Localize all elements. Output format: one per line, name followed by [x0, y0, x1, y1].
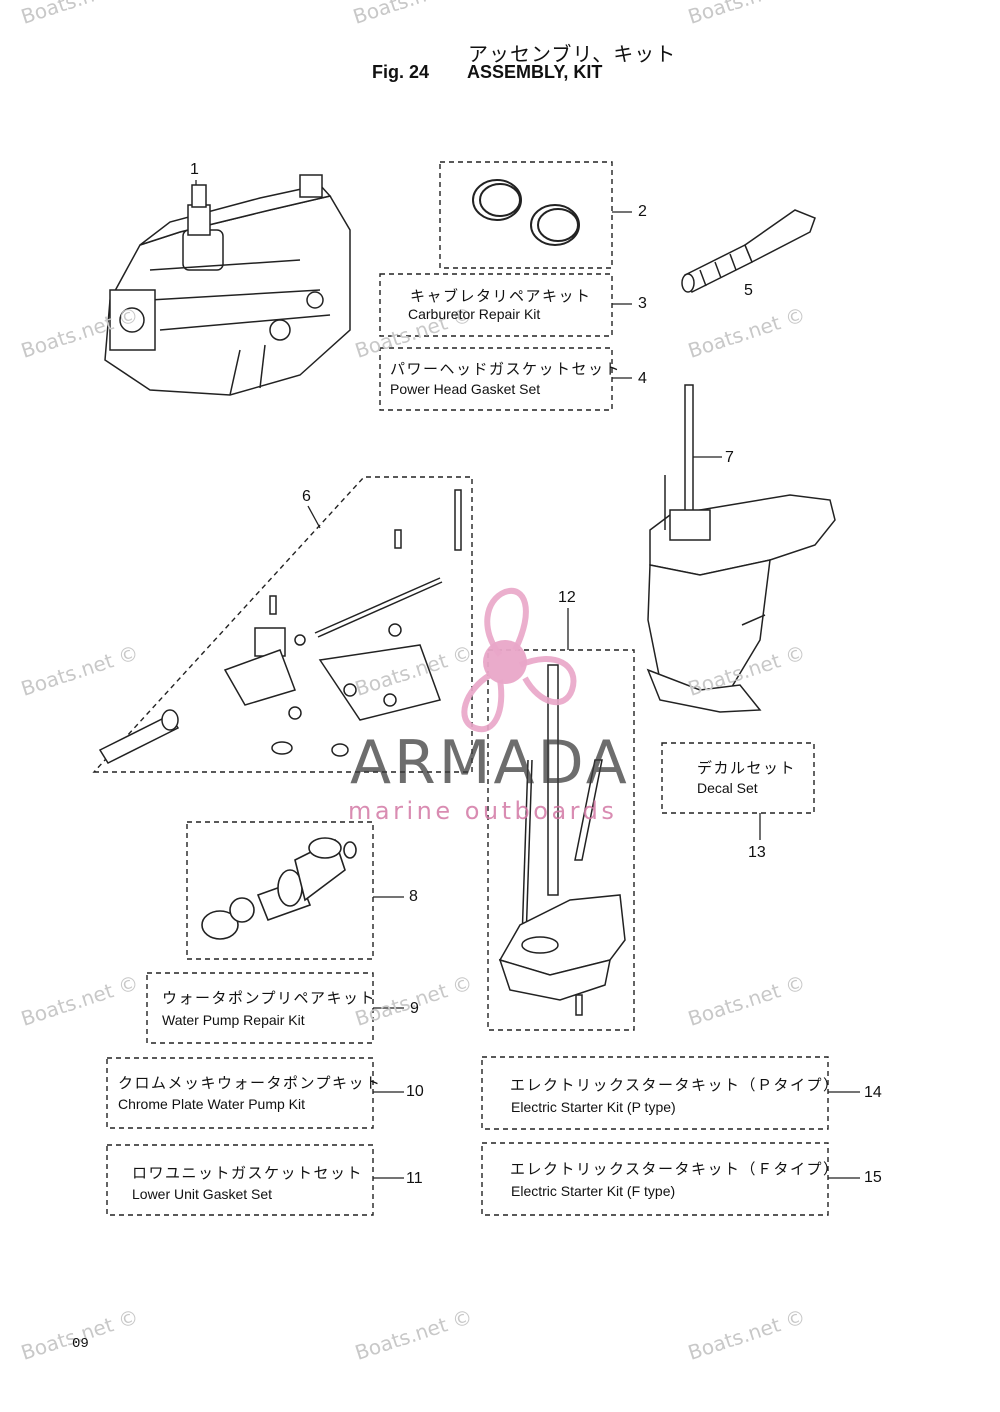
- part-number-8: 8: [409, 888, 418, 905]
- part-number-11: 11: [406, 1170, 423, 1187]
- title-japanese: アッセンブリ、キット: [468, 42, 677, 66]
- propeller-hub: [483, 640, 527, 684]
- box-powerhead-gasket: [379, 347, 613, 411]
- kit-name-en-starter-p: Electric Starter Kit (P type): [511, 1099, 676, 1115]
- figure-number: Fig. 24: [372, 62, 430, 82]
- title-english: ASSEMBLY, KIT: [467, 62, 603, 82]
- kit-name-ja-chrome: クロムメッキウォータポンプキット: [118, 1074, 382, 1092]
- box-water-pump-8: [186, 821, 374, 960]
- propeller-logo: [461, 587, 577, 733]
- part-number-6: 6: [302, 488, 311, 505]
- kit-name-ja-starter-p: エレクトリックスタータキット（Ｐタイプ）: [510, 1076, 840, 1094]
- part-number-1: 1: [190, 161, 199, 178]
- kit-name-ja-decal: デカルセット: [697, 759, 797, 777]
- part-number-9: 9: [410, 1000, 419, 1017]
- part-number-14: 14: [864, 1084, 882, 1101]
- kit-name-en-water-pump: Water Pump Repair Kit: [162, 1012, 305, 1028]
- linkage-parts-drawing: [98, 489, 462, 764]
- kit-name-en-lower-gasket: Lower Unit Gasket Set: [132, 1186, 273, 1202]
- part-number-12: 12: [558, 589, 576, 606]
- part-number-15: 15: [864, 1169, 882, 1186]
- box-lower-gasket: [106, 1144, 374, 1216]
- part-number-2: 2: [638, 203, 647, 220]
- kit-name-en-starter-f: Electric Starter Kit (F type): [511, 1183, 676, 1199]
- kit-name-ja-carburetor: キャブレタリペアキット: [410, 287, 592, 305]
- kit-name-ja-starter-f: エレクトリックスタータキット（Ｆタイプ）: [510, 1160, 840, 1178]
- part-number-4: 4: [638, 370, 647, 387]
- brand-tagline: marine outboards: [348, 797, 618, 825]
- part-number-7: 7: [725, 449, 734, 466]
- box-starter-p: [481, 1056, 829, 1130]
- kit-name-en-chrome: Chrome Plate Water Pump Kit: [118, 1096, 305, 1112]
- box-lower-unit-12: [487, 649, 635, 1031]
- leader-6: [307, 505, 321, 529]
- kit-name-en-decal: Decal Set: [697, 780, 758, 796]
- brand-name: ARMADA: [350, 728, 630, 798]
- kit-name-ja-powerhead: パワーヘッドガスケットセット: [390, 360, 622, 378]
- lower-unit-drawing: [646, 384, 836, 713]
- kit-name-en-carburetor: Carburetor Repair Kit: [408, 306, 541, 322]
- box-water-pump-kit: [146, 972, 374, 1044]
- part-number-10: 10: [406, 1083, 424, 1100]
- page-number: 09: [72, 1336, 89, 1352]
- power-head-drawing: [104, 174, 351, 396]
- part-number-13: 13: [748, 844, 766, 861]
- box-carburetor-kit: [379, 273, 613, 337]
- box-gaskets-2: [439, 161, 613, 269]
- drive-shaft-drawing: [498, 664, 626, 1016]
- box-chrome-kit: [106, 1057, 374, 1129]
- kit-name-ja-lower-gasket: ロワユニットガスケットセット: [132, 1164, 364, 1182]
- kit-name-en-powerhead: Power Head Gasket Set: [390, 381, 541, 397]
- box-decal-set: [661, 742, 815, 814]
- part-number-3: 3: [638, 295, 647, 312]
- box-starter-f: [481, 1142, 829, 1216]
- gasket-rings-drawing: [472, 179, 580, 246]
- kit-name-ja-water-pump: ウォータポンプリペアキット: [162, 989, 377, 1007]
- handle-grip-drawing: [681, 209, 816, 294]
- water-pump-drawing: [201, 837, 357, 940]
- part-number-5: 5: [744, 282, 753, 299]
- box-linkage-6: [92, 476, 473, 773]
